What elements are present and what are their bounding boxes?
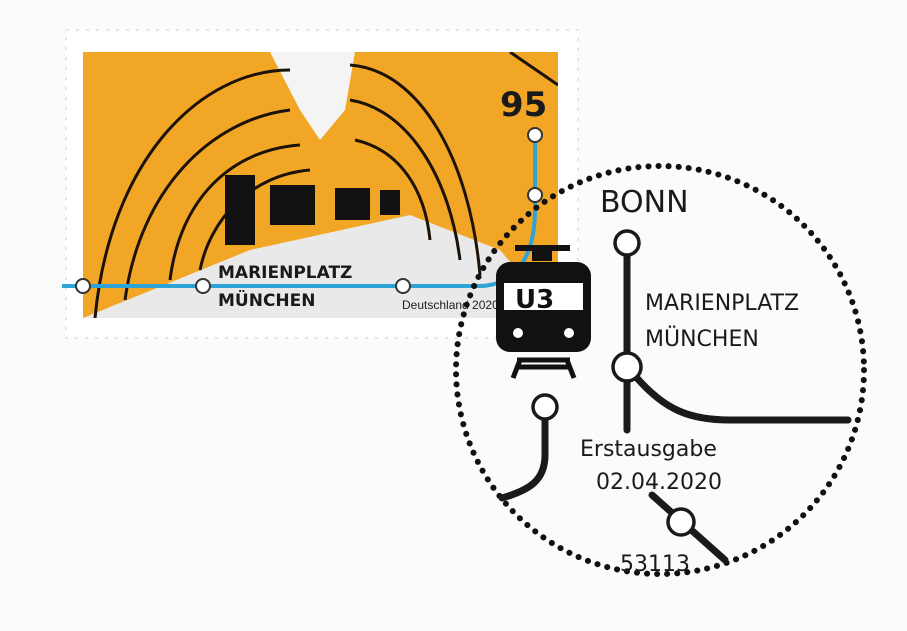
postmark-postcode: 53113 xyxy=(620,552,690,577)
station-circle xyxy=(613,229,641,257)
postmark: U3 BONN MARIENPLATZ MÜNCHEN Erstausgabe … xyxy=(453,163,867,577)
postmark-label: Erstausgabe xyxy=(580,437,717,462)
stamp-station-markers xyxy=(75,127,543,294)
stamp-value: 95 xyxy=(500,85,547,125)
line-badge: U3 xyxy=(515,285,554,315)
station-circle xyxy=(666,507,696,537)
postmark-station-line2: MÜNCHEN xyxy=(645,326,759,352)
tram-icon: U3 xyxy=(496,245,591,379)
stamp-station-line2: MÜNCHEN xyxy=(218,289,316,311)
stamp-country-year: Deutschland 2020 xyxy=(402,298,499,312)
station-circle xyxy=(611,351,643,383)
stamp-station-line1: MARIENPLATZ xyxy=(218,263,352,283)
stamp-image xyxy=(83,52,558,318)
postmark-station-line1: MARIENPLATZ xyxy=(645,291,799,316)
postmark-city: BONN xyxy=(600,185,689,220)
postmark-date: 02.04.2020 xyxy=(596,470,722,495)
station-circle xyxy=(531,393,559,421)
postmark-dotted-ring xyxy=(453,163,867,577)
